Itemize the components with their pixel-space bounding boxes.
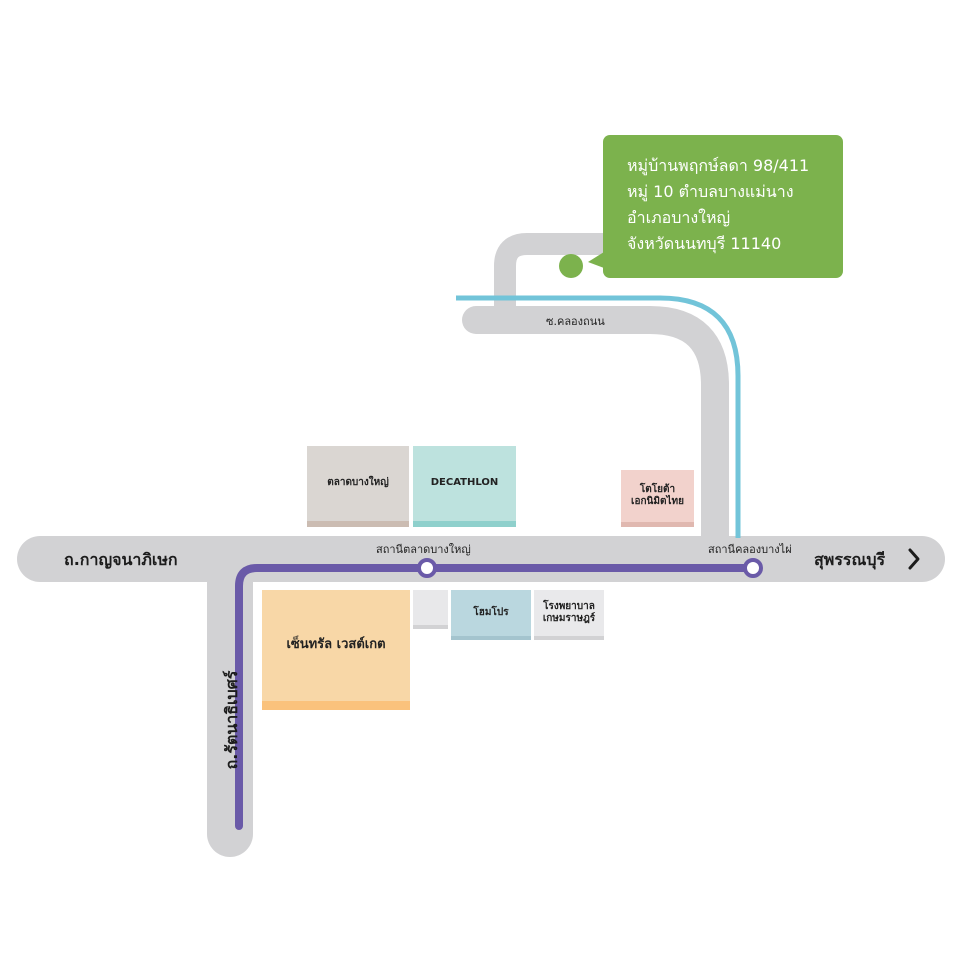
callout-pointer [588,252,604,268]
address-line-4: จังหวัดนนทบุรี 11140 [627,234,782,253]
location-dot-icon [559,254,583,278]
address-callout: หมู่บ้านพฤกษ์ลดา 98/411 หมู่ 10 ตำบลบางแ… [603,135,843,278]
place-toyota-label-1: โตโยต้า [639,483,676,495]
place-unnamed-building [413,590,448,629]
station-label-khlong-bangphai: สถานีคลองบางไผ่ [708,543,792,556]
address-line-3: อำเภอบางใหญ่ [627,208,731,227]
station-ring-icon [743,558,763,578]
station-ring-icon [417,558,437,578]
place-decathlon: DECATHLON [413,446,516,527]
village-access-road [494,233,621,325]
place-kasemrad-hospital: โรงพยาบาล เกษมราษฎร์ [534,590,604,640]
place-toyota-label-2: เอกนิมิตไทย [631,496,684,507]
road-label-suphanburi: สุพรรณบุรี [814,550,886,569]
place-hospital-label-1: โรงพยาบาล [543,600,595,612]
blue-rail-line [456,295,741,538]
road-label-ratthanathibet: ถ.รัตนาธิเบศร์ [222,670,241,770]
road-label-khlong-thanon: ซ.คลองถนน [546,315,605,328]
place-hospital-label-2: เกษมราษฎร์ [542,613,596,624]
place-homepro: โฮมโปร [451,590,531,640]
place-toyota: โตโยต้า เอกนิมิตไทย [621,470,694,527]
place-central-westgate: เซ็นทรัล เวสต์เกต [262,590,410,710]
purple-rail-line [235,564,757,830]
chevron-right-icon [908,548,920,570]
place-talad-bangyai-label: ตลาดบางใหญ่ [327,477,389,489]
place-central-westgate-label: เซ็นทรัล เวสต์เกต [286,637,386,653]
address-line-1: หมู่บ้านพฤกษ์ลดา 98/411 [627,156,810,175]
place-talad-bangyai: ตลาดบางใหญ่ [307,446,409,527]
station-label-talad-bangyai: สถานีตลาดบางใหญ่ [376,543,471,556]
place-decathlon-label: DECATHLON [430,477,499,489]
khlong-thanon-road [462,306,729,559]
place-homepro-label: โฮมโปร [473,606,509,618]
road-label-kanchanaphisek: ถ.กาญจนาภิเษก [64,550,178,569]
address-line-2: หมู่ 10 ตำบลบางแม่นาง [627,182,794,201]
